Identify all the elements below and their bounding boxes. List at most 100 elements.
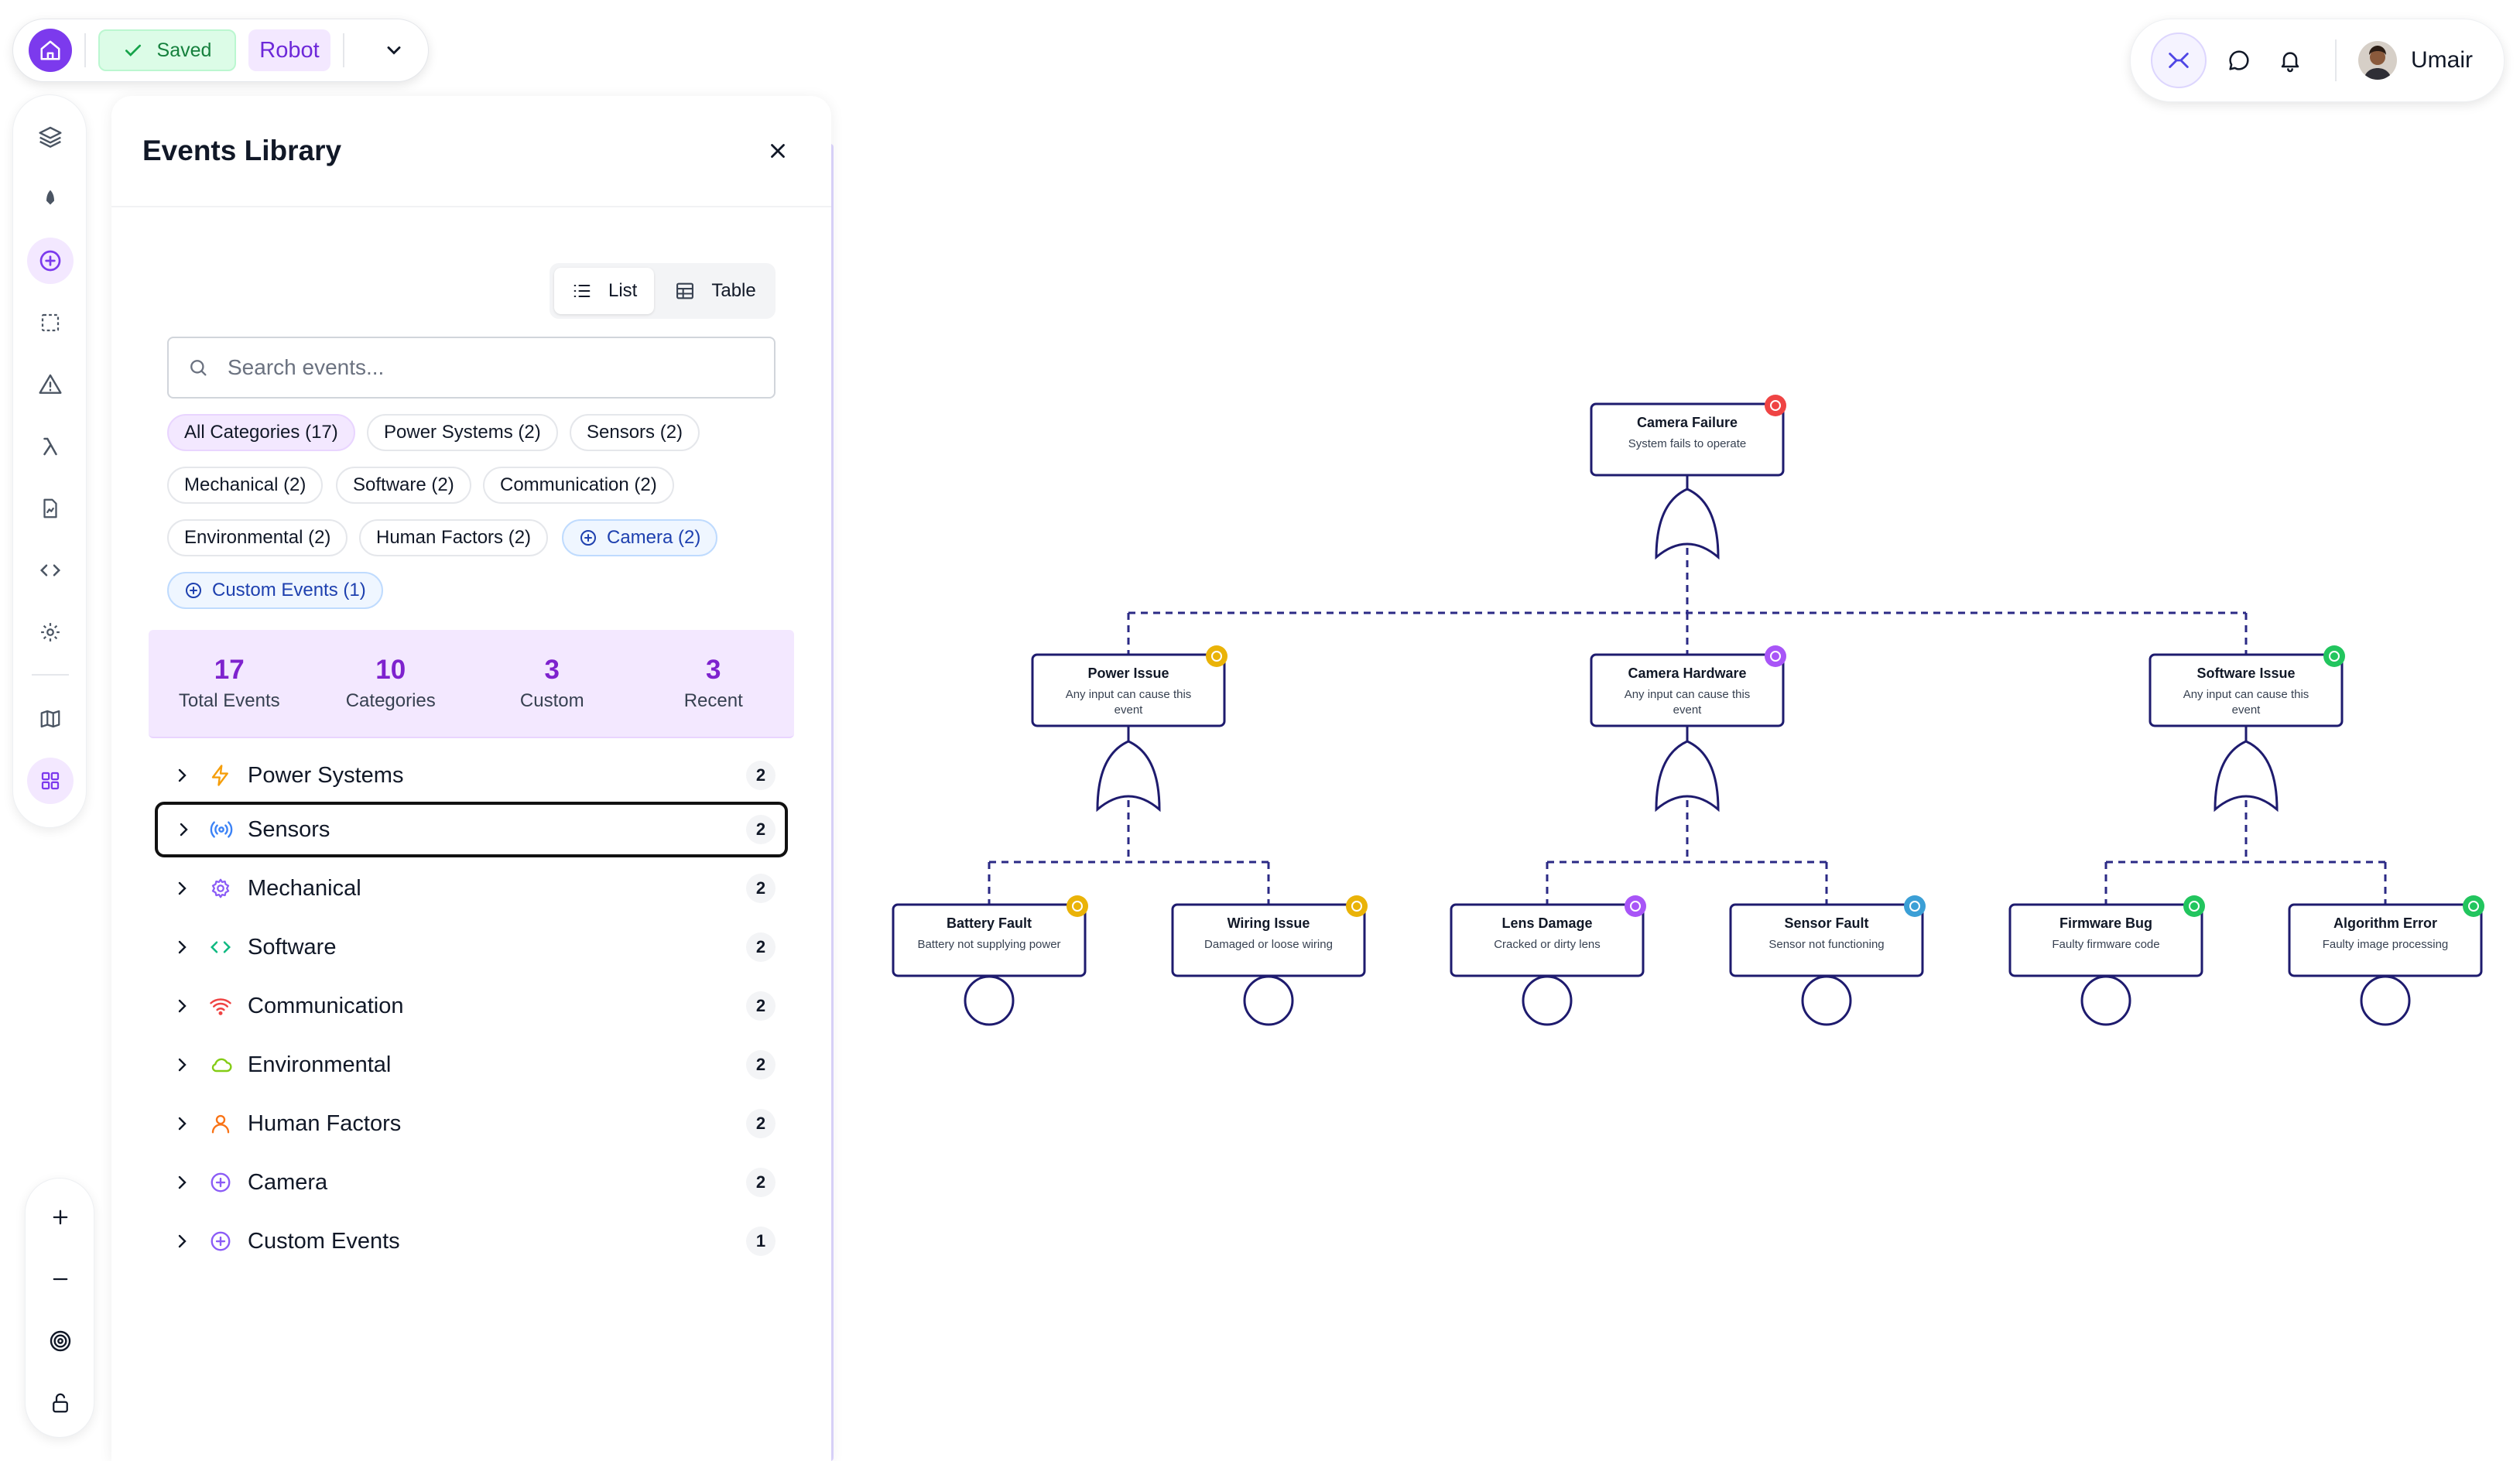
close-icon [771, 144, 785, 158]
settings-button[interactable] [27, 609, 74, 655]
comments-button[interactable] [2222, 43, 2256, 77]
filter-chip-label: All Categories (17) [184, 422, 338, 443]
user-avatar[interactable] [2358, 41, 2397, 80]
chevron-down-icon [387, 46, 401, 55]
filter-chip-all[interactable]: All Categories (17) [167, 414, 355, 451]
basic-event-circle[interactable] [1522, 975, 1573, 1026]
category-row-human-factors[interactable]: Human Factors 2 [155, 1096, 788, 1151]
filter-chip-sensors[interactable]: Sensors (2) [570, 414, 700, 451]
bolt-icon [211, 765, 228, 786]
bell-icon [2281, 52, 2299, 73]
list-view-button[interactable]: List [554, 268, 655, 314]
event-node-title: Lens Damage [1501, 915, 1592, 931]
basic-event-circle[interactable] [1801, 975, 1852, 1026]
code-button[interactable] [27, 547, 74, 594]
or-gate-icon [1096, 740, 1161, 813]
home-button[interactable] [29, 29, 72, 72]
filter-chip-environmental[interactable]: Environmental (2) [167, 519, 348, 556]
fit-view-button[interactable] [37, 1318, 84, 1364]
map-button[interactable] [27, 696, 74, 742]
close-panel-button[interactable] [758, 132, 797, 170]
event-node-title: Camera Hardware [1628, 665, 1746, 681]
event-node-description: Any input can cause this [1066, 688, 1192, 701]
layers-button[interactable] [27, 114, 74, 160]
category-label: Communication [248, 993, 404, 1018]
event-node-title: Firmware Bug [2059, 915, 2152, 931]
selection-icon [41, 313, 60, 332]
chevron-right-icon [178, 1117, 187, 1131]
add-event-button[interactable] [27, 238, 74, 284]
filter-chip-label: Communication (2) [500, 474, 657, 495]
apps-button[interactable] [27, 758, 74, 804]
category-badge-icon [1067, 895, 1088, 917]
filter-chip-label: Power Systems (2) [384, 422, 541, 443]
basic-event-circle[interactable] [1243, 975, 1294, 1026]
category-row-software[interactable]: Software 2 [155, 919, 788, 975]
stat-label: Recent [683, 690, 743, 711]
project-name: Robot [259, 37, 320, 63]
filter-chip-camera[interactable]: Camera (2) [562, 519, 718, 556]
zoom-out-button[interactable] [37, 1256, 84, 1302]
category-row-camera[interactable]: Camera 2 [155, 1155, 788, 1210]
left-tool-rail [12, 94, 87, 828]
category-count: 2 [746, 761, 776, 790]
event-node-description: Sensor not functioning [1768, 938, 1884, 951]
category-row-environmental[interactable]: Environmental 2 [155, 1037, 788, 1093]
category-count: 2 [746, 874, 776, 903]
notifications-button[interactable] [2273, 43, 2307, 77]
filter-chip-power-systems[interactable]: Power Systems (2) [367, 414, 558, 451]
category-badge-icon [1765, 395, 1786, 416]
cloud-icon [211, 1058, 232, 1073]
badge-glyph [2329, 651, 2340, 662]
signal-icon [210, 821, 233, 838]
category-row-mechanical[interactable]: Mechanical 2 [155, 861, 788, 916]
category-count: 2 [746, 932, 776, 962]
search-input[interactable] [226, 354, 755, 381]
event-node-description: Damaged or loose wiring [1204, 938, 1333, 951]
category-row-sensors[interactable]: Sensors 2 [155, 802, 788, 857]
events-library-panel: Events Library List Table All Categories… [111, 96, 831, 1461]
filter-chip-label: Software (2) [353, 474, 454, 495]
category-count: 2 [746, 1109, 776, 1138]
stat-categories: 10 Categories [310, 630, 472, 737]
table-view-button[interactable]: Table [657, 268, 772, 314]
category-row-communication[interactable]: Communication 2 [155, 978, 788, 1034]
category-row-power-systems[interactable]: Power Systems 2 [155, 748, 788, 803]
lock-button[interactable] [37, 1380, 84, 1426]
formula-button[interactable] [27, 423, 74, 470]
chat-icon [2229, 50, 2249, 70]
category-row-custom-events[interactable]: Custom Events 1 [155, 1213, 788, 1269]
category-label: Mechanical [248, 875, 361, 901]
top-toolbar: Saved Robot [12, 19, 429, 82]
basic-event-circle[interactable] [2080, 975, 2131, 1026]
filter-chip-software[interactable]: Software (2) [336, 467, 471, 504]
warnings-button[interactable] [27, 361, 74, 408]
filter-chip-human-factors[interactable]: Human Factors (2) [359, 519, 549, 556]
filter-chip-communication[interactable]: Communication (2) [483, 467, 674, 504]
ai-assistant-button[interactable] [2151, 33, 2207, 88]
badge-glyph [1630, 901, 1641, 912]
sparkle-icon [2169, 53, 2189, 68]
report-button[interactable] [27, 485, 74, 532]
basic-event-circle[interactable] [964, 975, 1015, 1026]
zoom-in-button[interactable] [37, 1194, 84, 1240]
event-node-title: Algorithm Error [2333, 915, 2437, 931]
project-name-button[interactable]: Robot [248, 29, 330, 71]
wifi-icon [210, 998, 231, 1015]
basic-event-circle[interactable] [2360, 975, 2411, 1026]
project-menu-button[interactable] [383, 39, 405, 61]
filter-chip-custom-events[interactable]: Custom Events (1) [167, 572, 383, 609]
deploy-button[interactable] [27, 176, 74, 222]
filter-chip-mechanical[interactable]: Mechanical (2) [167, 467, 324, 504]
selection-button[interactable] [27, 299, 74, 346]
